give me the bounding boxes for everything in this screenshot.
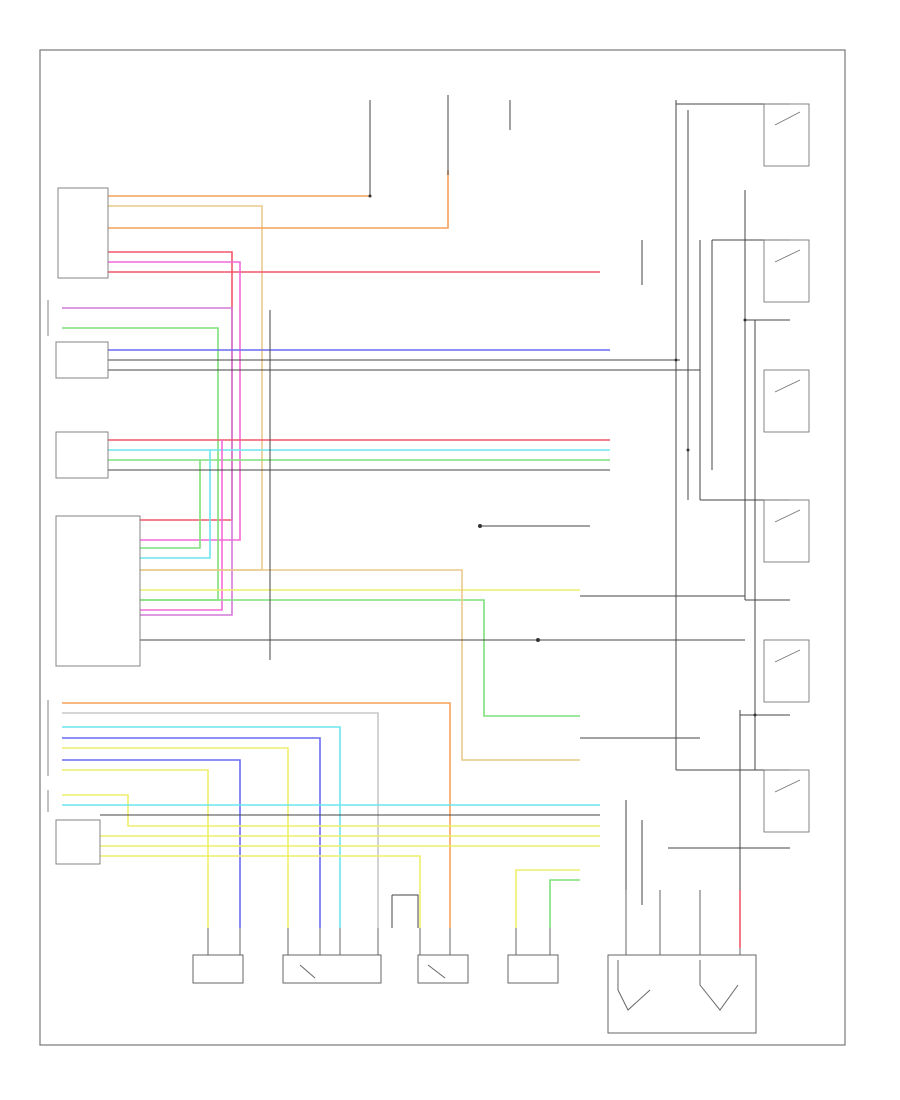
component-box-3 [417, 954, 469, 984]
junction-dot [686, 448, 690, 452]
junction-dot [753, 713, 757, 717]
switch-blade-3 [774, 379, 801, 393]
wire-cyan-3 [62, 726, 341, 928]
wire-bottom-loop [392, 894, 419, 928]
switch-frame-5 [763, 639, 810, 703]
wire-yellow-7 [100, 855, 421, 928]
wire-violet [62, 307, 233, 616]
connector-top-left [57, 187, 109, 279]
component-2-internal [299, 964, 316, 979]
switch-blade-5 [774, 649, 801, 663]
wire-yellow-8 [515, 869, 580, 928]
diagram-border [39, 49, 846, 1046]
switch-frame-6 [763, 769, 810, 833]
wire-blue-2 [62, 737, 321, 928]
component-5-internal-2 [699, 960, 739, 1011]
wire-yellow-2 [62, 747, 289, 928]
component-box-2 [282, 954, 382, 984]
switch-blade-4 [774, 509, 801, 523]
component-3-internal [427, 964, 446, 979]
wire-green-3 [140, 460, 201, 549]
connector-module-left [55, 515, 141, 667]
connector-mid-left [55, 341, 109, 379]
wire-red-drop [108, 251, 233, 521]
switch-frame-2 [763, 239, 810, 303]
wire-yellow-4 [62, 794, 600, 827]
wire-orange-3 [62, 702, 451, 928]
wire-tan-top [108, 205, 263, 571]
wire-pink-2 [140, 440, 223, 611]
wire-group [62, 170, 741, 948]
bottom-components [192, 954, 757, 1034]
wire-blue-3 [62, 759, 241, 928]
switch-frame-4 [763, 499, 810, 563]
wire-cyan-2 [140, 450, 211, 559]
left-connectors [47, 187, 141, 865]
switch-blade-2 [774, 249, 801, 263]
wire-green-5 [549, 879, 580, 928]
component-box-5 [607, 954, 757, 1034]
wire-green-4 [140, 599, 580, 717]
wire-orange-2 [108, 170, 449, 229]
junction-dot [674, 358, 678, 362]
connector-second-left [55, 431, 109, 479]
wire-yellow-3 [62, 769, 209, 928]
junction-dot [368, 194, 372, 198]
connector-bottom-left [55, 819, 101, 865]
switch-frame-1 [763, 103, 810, 167]
wire-tan-2 [140, 569, 580, 761]
component-5-internal [617, 960, 651, 1011]
junction-dot [478, 524, 482, 528]
ground-wire-group [100, 95, 790, 928]
component-box-1 [192, 954, 244, 984]
right-switch-column [763, 103, 810, 833]
switch-blade-1 [774, 111, 801, 126]
junction-dots [368, 194, 757, 717]
switch-frame-3 [763, 369, 810, 433]
wire-pink-drop [108, 261, 241, 541]
junction-dot [536, 638, 540, 642]
switch-blade-6 [774, 779, 801, 793]
wire-gray-1 [62, 712, 379, 928]
junction-dot [743, 318, 747, 322]
component-pins [207, 890, 741, 955]
component-box-4 [507, 954, 559, 984]
